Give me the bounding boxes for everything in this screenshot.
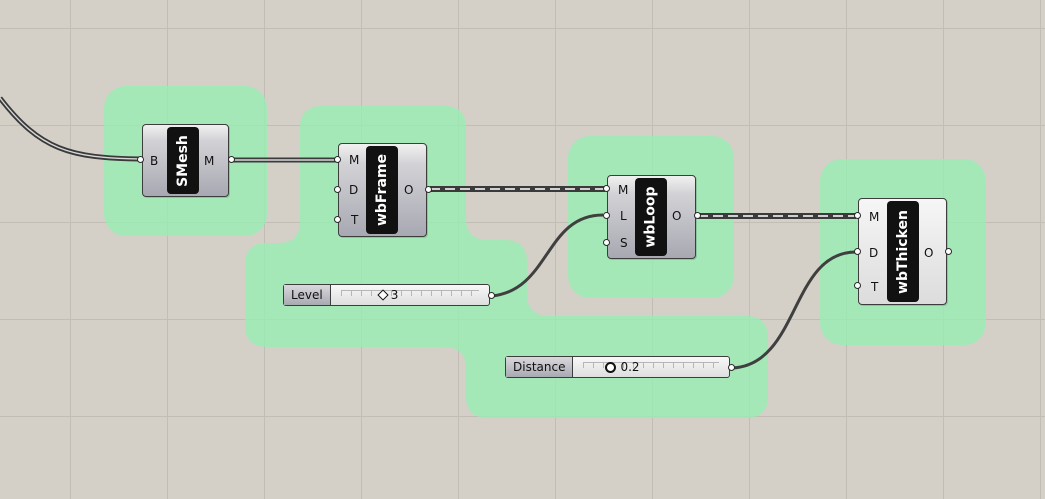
slider-value-box[interactable]: 3 xyxy=(377,288,399,302)
input-grip-l[interactable] xyxy=(603,212,610,219)
slider-value: 3 xyxy=(390,288,399,302)
slider-value-box[interactable]: 0.2 xyxy=(605,360,640,374)
input-m-label: M xyxy=(349,153,360,167)
slider-ticks xyxy=(583,362,719,368)
wire-input-to-smesh xyxy=(0,96,141,162)
component-nickname: wbThicken xyxy=(887,201,919,302)
input-d-label: D xyxy=(869,246,879,260)
input-l-label: L xyxy=(620,209,627,223)
component-wbthicken[interactable]: wbThicken M D T O xyxy=(858,198,947,305)
slider-value: 0.2 xyxy=(620,360,640,374)
input-t-label: T xyxy=(871,280,879,294)
slider-label: Distance xyxy=(506,357,574,377)
ring-icon xyxy=(605,361,617,373)
output-m-label: M xyxy=(204,154,215,168)
output-o-label: O xyxy=(924,246,934,260)
input-m-label: M xyxy=(869,210,880,224)
input-b-label: B xyxy=(150,154,159,168)
output-grip-m[interactable] xyxy=(228,156,235,163)
wire-level-to-wbloop xyxy=(491,213,604,298)
output-grip-level[interactable] xyxy=(488,292,495,299)
slider-ticks xyxy=(340,290,479,296)
input-s-label: S xyxy=(620,236,628,250)
input-grip-m[interactable] xyxy=(854,212,861,219)
input-grip-s[interactable] xyxy=(603,239,610,246)
component-wbframe[interactable]: wbFrame M D T O xyxy=(338,143,427,237)
output-grip-distance[interactable] xyxy=(728,364,735,371)
wire-distance-to-wbthicken xyxy=(731,250,857,370)
output-o-label: O xyxy=(672,209,682,223)
component-nickname: wbFrame xyxy=(366,146,398,234)
input-t-label: T xyxy=(351,213,359,227)
component-wbloop[interactable]: wbLoop M L S O xyxy=(607,175,696,259)
output-grip-o[interactable] xyxy=(425,186,432,193)
input-grip-d[interactable] xyxy=(334,186,341,193)
input-grip-t[interactable] xyxy=(334,216,341,223)
distance-slider[interactable]: Distance 0.2 xyxy=(505,356,730,378)
output-o-label: O xyxy=(404,183,414,197)
input-d-label: D xyxy=(349,183,359,197)
slider-track[interactable]: 3 xyxy=(331,285,489,305)
output-grip-o[interactable] xyxy=(694,212,701,219)
component-nickname: wbLoop xyxy=(635,178,667,256)
input-grip-m[interactable] xyxy=(603,185,610,192)
input-grip-d[interactable] xyxy=(854,248,861,255)
component-nickname: SMesh xyxy=(167,127,199,194)
input-grip-b[interactable] xyxy=(137,156,144,163)
component-smesh[interactable]: SMesh B M xyxy=(142,124,229,197)
input-m-label: M xyxy=(618,183,629,197)
level-slider[interactable]: Level 3 xyxy=(283,284,490,306)
slider-label: Level xyxy=(284,285,331,305)
slider-track[interactable]: 0.2 xyxy=(573,357,729,377)
diamond-icon xyxy=(377,289,389,301)
output-grip-o[interactable] xyxy=(945,248,952,255)
input-grip-t[interactable] xyxy=(854,282,861,289)
input-grip-m[interactable] xyxy=(334,156,341,163)
